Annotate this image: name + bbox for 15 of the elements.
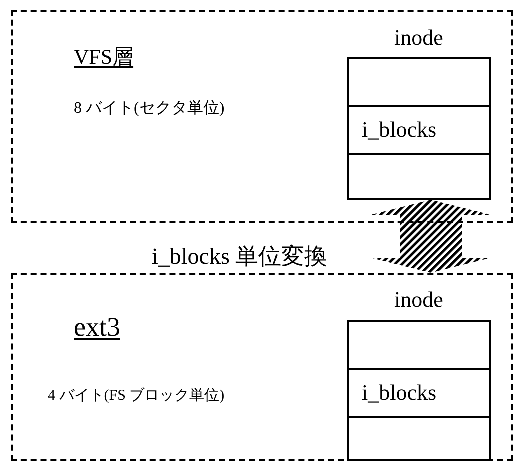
table-cell <box>347 320 491 370</box>
layer-heading: VFS層 <box>74 46 134 70</box>
layer-box <box>11 273 513 461</box>
table-cell <box>347 153 491 200</box>
hatched-arrow <box>371 200 491 273</box>
size-note: 8 バイト(セクタ単位) <box>74 100 225 118</box>
table-cell <box>347 57 491 107</box>
table-cell: i_blocks <box>347 105 491 155</box>
size-note: 4 バイト(FS ブロック単位) <box>48 388 225 404</box>
table-cell: i_blocks <box>347 368 491 418</box>
layer-heading: ext3 <box>74 313 120 343</box>
table-cell <box>347 416 491 461</box>
table-heading: inode <box>394 26 444 50</box>
layer-box <box>11 10 513 223</box>
table-heading: inode <box>394 288 444 312</box>
